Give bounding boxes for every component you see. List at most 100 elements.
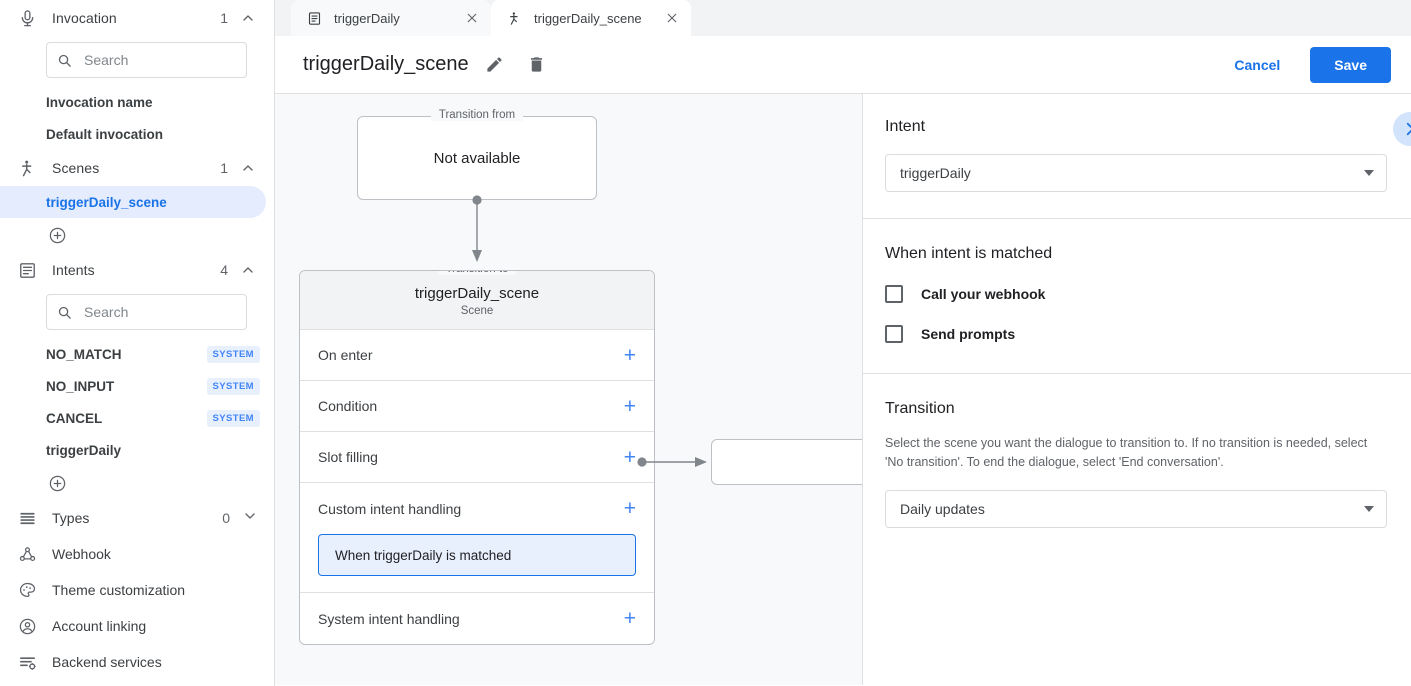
close-icon[interactable] [465,11,479,25]
intent-handler-chip[interactable]: When triggerDaily is matched [318,534,636,576]
dropdown-caret-icon [1364,170,1374,176]
sidebar-group-count: 1 [220,160,228,176]
scene-row-label: On enter [318,347,373,363]
left-sidebar: Invocation 1 Invocation name Default inv… [0,0,275,686]
transition-target-node[interactable]: Tr Dail [711,439,862,485]
sidebar-item-types[interactable]: Types 0 [0,500,274,536]
backend-services-icon [16,651,38,673]
scene-graph-canvas[interactable]: Transition from Not available Transition… [275,94,862,685]
scene-row-slot-filling[interactable]: Slot filling + [300,432,654,483]
page-title: triggerDaily_scene [303,53,469,75]
sidebar-item-no-match[interactable]: NO_MATCH SYSTEM [0,338,274,370]
sidebar-item-label: Account linking [52,618,147,634]
sidebar-group-count: 4 [220,262,228,278]
sidebar-item-label: triggerDaily [46,442,122,458]
scene-row-label: Slot filling [318,449,378,465]
chevron-up-icon[interactable] [240,10,256,26]
sidebar-item-account-linking[interactable]: Account linking [0,608,274,644]
add-intent-button[interactable] [0,466,274,500]
intents-search-input[interactable] [82,303,236,321]
scene-node-type: Scene [460,305,494,317]
sidebar-item-theme-customization[interactable]: Theme customization [0,572,274,608]
intent-select[interactable]: triggerDaily [885,154,1387,192]
add-system-intent-icon[interactable]: + [623,607,636,630]
cancel-button[interactable]: Cancel [1218,49,1296,81]
add-custom-intent-icon[interactable]: + [623,497,636,520]
transition-from-node[interactable]: Transition from Not available [357,109,597,200]
status-badge: SYSTEM [206,377,260,395]
chevron-up-icon[interactable] [240,262,256,278]
sidebar-group-scenes[interactable]: Scenes 1 [0,150,274,186]
tab-triggerdaily[interactable]: triggerDaily [291,0,491,36]
checkbox-send-prompts[interactable]: Send prompts [885,325,1387,343]
status-badge: SYSTEM [206,345,260,363]
transition-select-value: Daily updates [900,500,985,517]
main-content: triggerDaily triggerDaily_scene [275,0,1411,686]
sidebar-item-webhook[interactable]: Webhook [0,536,274,572]
save-button[interactable]: Save [1310,46,1391,83]
sidebar-item-no-input[interactable]: NO_INPUT SYSTEM [0,370,274,402]
palette-icon [16,579,38,601]
plus-circle-icon [48,474,67,493]
properties-panel: Intent triggerDaily When intent is match… [862,94,1411,685]
webhook-nodes-icon [16,543,38,565]
sidebar-item-cancel[interactable]: CANCEL SYSTEM [0,402,274,434]
scene-row-label: Custom intent handling [318,500,462,517]
sidebar-item-label: NO_INPUT [46,378,115,394]
sidebar-item-invocation-name[interactable]: Invocation name [0,86,274,118]
invocation-search-input[interactable] [82,51,236,69]
checkbox-box[interactable] [885,285,903,303]
sidebar-item-label: Theme customization [52,582,186,598]
add-on-enter-icon[interactable]: + [623,343,636,367]
sidebar-group-label: Scenes [52,160,100,176]
panel-section-when-matched: When intent is matched Call your webhook… [863,219,1411,374]
scene-row-label: Condition [318,398,378,414]
checkbox-call-your-webhook[interactable]: Call your webhook [885,285,1387,303]
add-condition-icon[interactable]: + [623,394,636,418]
sidebar-item-label: Backend services [52,654,162,670]
intents-search-box[interactable] [46,294,247,330]
sidebar-item-count: 0 [222,510,230,526]
status-badge: SYSTEM [206,409,260,427]
scene-node[interactable]: Transition to triggerDaily_scene Scene O… [299,270,655,645]
sidebar-item-triggerdaily[interactable]: triggerDaily [0,434,274,466]
page-header: triggerDaily_scene Cancel Save [275,36,1411,94]
scene-row-system-intent-handling[interactable]: System intent handling + [300,593,654,644]
scene-row-condition[interactable]: Condition + [300,381,654,432]
transition-from-value: Not available [433,149,521,167]
checkbox-box[interactable] [885,325,903,343]
scene-person-icon [507,11,522,26]
scene-row-on-enter[interactable]: On enter + [300,330,654,381]
scene-row-custom-intent-handling[interactable]: Custom intent handling + [300,483,654,534]
pencil-icon[interactable] [479,49,511,81]
chevron-down-icon[interactable] [242,508,258,529]
checkbox-label: Send prompts [921,326,1016,342]
sidebar-item-backend-services[interactable]: Backend services [0,644,274,680]
tab-triggerdaily-scene[interactable]: triggerDaily_scene [491,0,691,36]
scene-node-name: triggerDaily_scene [414,285,540,302]
add-scene-button[interactable] [0,218,274,252]
transition-from-legend: Transition from [358,109,596,121]
sidebar-group-intents[interactable]: Intents 4 [0,252,274,288]
chevron-right-icon[interactable] [1393,112,1411,146]
sidebar-item-label: triggerDaily_scene [46,194,167,210]
trash-icon[interactable] [521,49,553,81]
account-circle-icon [16,615,38,637]
invocation-search-box[interactable] [46,42,247,78]
panel-section-transition: Transition Select the scene you want the… [863,374,1411,554]
search-icon [57,305,72,320]
tab-label: triggerDaily_scene [534,10,642,26]
close-icon[interactable] [665,11,679,25]
scene-row-label: System intent handling [318,610,460,627]
sidebar-item-label: Invocation name [46,94,153,110]
chevron-up-icon[interactable] [240,160,256,176]
microphone-icon [16,7,38,29]
sidebar-item-triggerdaily-scene[interactable]: triggerDaily_scene [0,186,266,218]
scene-block-custom-intent-handling: Custom intent handling + When triggerDai… [300,483,654,593]
transition-select[interactable]: Daily updates [885,489,1387,528]
search-icon [57,53,72,68]
add-slot-filling-icon[interactable]: + [623,445,636,469]
sidebar-item-default-invocation[interactable]: Default invocation [0,118,274,150]
sidebar-group-invocation[interactable]: Invocation 1 [0,0,274,36]
